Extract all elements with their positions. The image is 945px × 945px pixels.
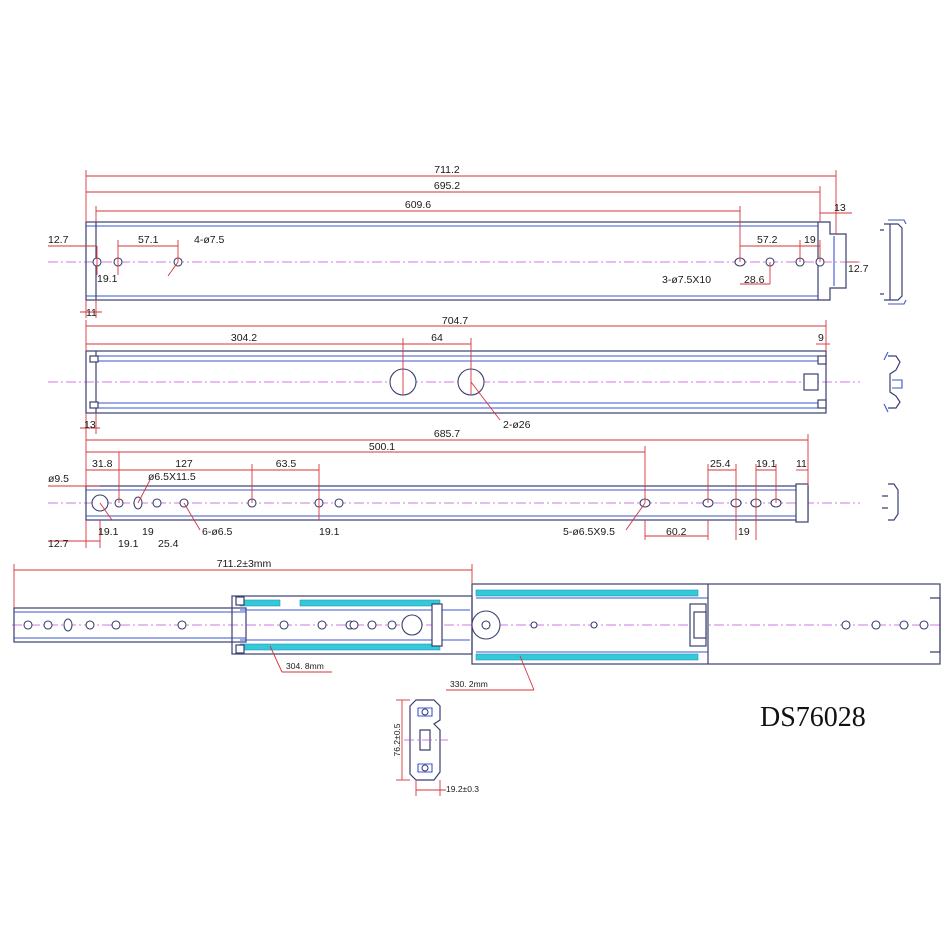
dim-11-top: 11 <box>796 458 807 470</box>
dim-19-1: 19.1 <box>97 273 118 285</box>
dim-28-6: 28.6 <box>744 274 765 286</box>
cross-section-profile: 76.2±0.5 19.2±0.3 <box>392 699 479 796</box>
dim-12-7-left: 12.7 <box>48 234 69 246</box>
dim-5-slots: 5-ø6.5X9.5 <box>563 526 615 538</box>
dim-4-holes: 4-ø7.5 <box>194 234 225 246</box>
dim-13: 13 <box>834 202 846 214</box>
dim-57-2: 57.2 <box>757 234 778 246</box>
dim-500-1: 500.1 <box>369 441 395 453</box>
dim-304-8mm: 304. 8mm <box>286 661 324 671</box>
dim-695-2: 695.2 <box>434 180 460 192</box>
dim-704-7: 704.7 <box>442 315 468 327</box>
dim-12-7-right: 12.7 <box>848 263 869 275</box>
dim-64: 64 <box>431 332 443 344</box>
view-intermediate-member: 704.7 304.2 64 9 13 2-ø26 <box>48 315 903 434</box>
dim-57-1: 57.1 <box>138 234 159 246</box>
dim-76-2: 76.2±0.5 <box>392 723 402 756</box>
dim-19-1-top: 19.1 <box>756 458 777 470</box>
dim-60-2: 60.2 <box>666 526 687 538</box>
dim-127: 127 <box>175 458 193 470</box>
dim-19-2: 19.2±0.3 <box>446 784 479 794</box>
dim-19-1-a: 19.1 <box>98 526 119 538</box>
dim-609-6: 609.6 <box>405 199 431 211</box>
dim-dia-9-5: ø9.5 <box>48 473 69 485</box>
dim-63-5: 63.5 <box>276 458 297 470</box>
dim-19-1-c: 19.1 <box>319 526 340 538</box>
dim-12-7-bottom: 12.7 <box>48 538 69 550</box>
dim-11: 11 <box>86 307 97 319</box>
view-inner-member: 685.7 31.8 127 63.5 500.1 25.4 19.1 11 ø… <box>48 428 899 550</box>
dim-3-slots: 3-ø7.5X10 <box>662 274 711 286</box>
view-outer-member: 711.2 695.2 609.6 12.7 57.1 4-ø7.5 19.1 … <box>48 164 907 319</box>
dim-25-4-top: 25.4 <box>710 458 731 470</box>
dim-25-4-bottom: 25.4 <box>158 538 179 550</box>
view-assembly-extended: 711.2±3mm 304. 8mm 330. 2mm <box>12 558 941 691</box>
dim-2-holes: 2-ø26 <box>503 419 531 431</box>
dim-711-2-top: 711.2 <box>434 164 460 176</box>
dim-6-holes: 6-ø6.5 <box>202 526 233 538</box>
dim-13-mid: 13 <box>84 419 96 431</box>
dim-slot-6-5x11-5: ø6.5X11.5 <box>148 471 196 483</box>
dim-19: 19 <box>142 526 154 538</box>
dim-19-bottom: 19 <box>738 526 750 538</box>
dim-19-right: 19 <box>804 234 816 246</box>
dim-9: 9 <box>818 332 824 344</box>
dim-711-2-extended: 711.2±3mm <box>217 558 272 570</box>
dim-330-2mm: 330. 2mm <box>450 679 488 689</box>
dim-31-8: 31.8 <box>92 458 113 470</box>
dim-19-1-b: 19.1 <box>118 538 139 550</box>
model-number: DS76028 <box>760 702 866 733</box>
dim-304-2: 304.2 <box>231 332 257 344</box>
dim-685-7: 685.7 <box>434 428 460 440</box>
